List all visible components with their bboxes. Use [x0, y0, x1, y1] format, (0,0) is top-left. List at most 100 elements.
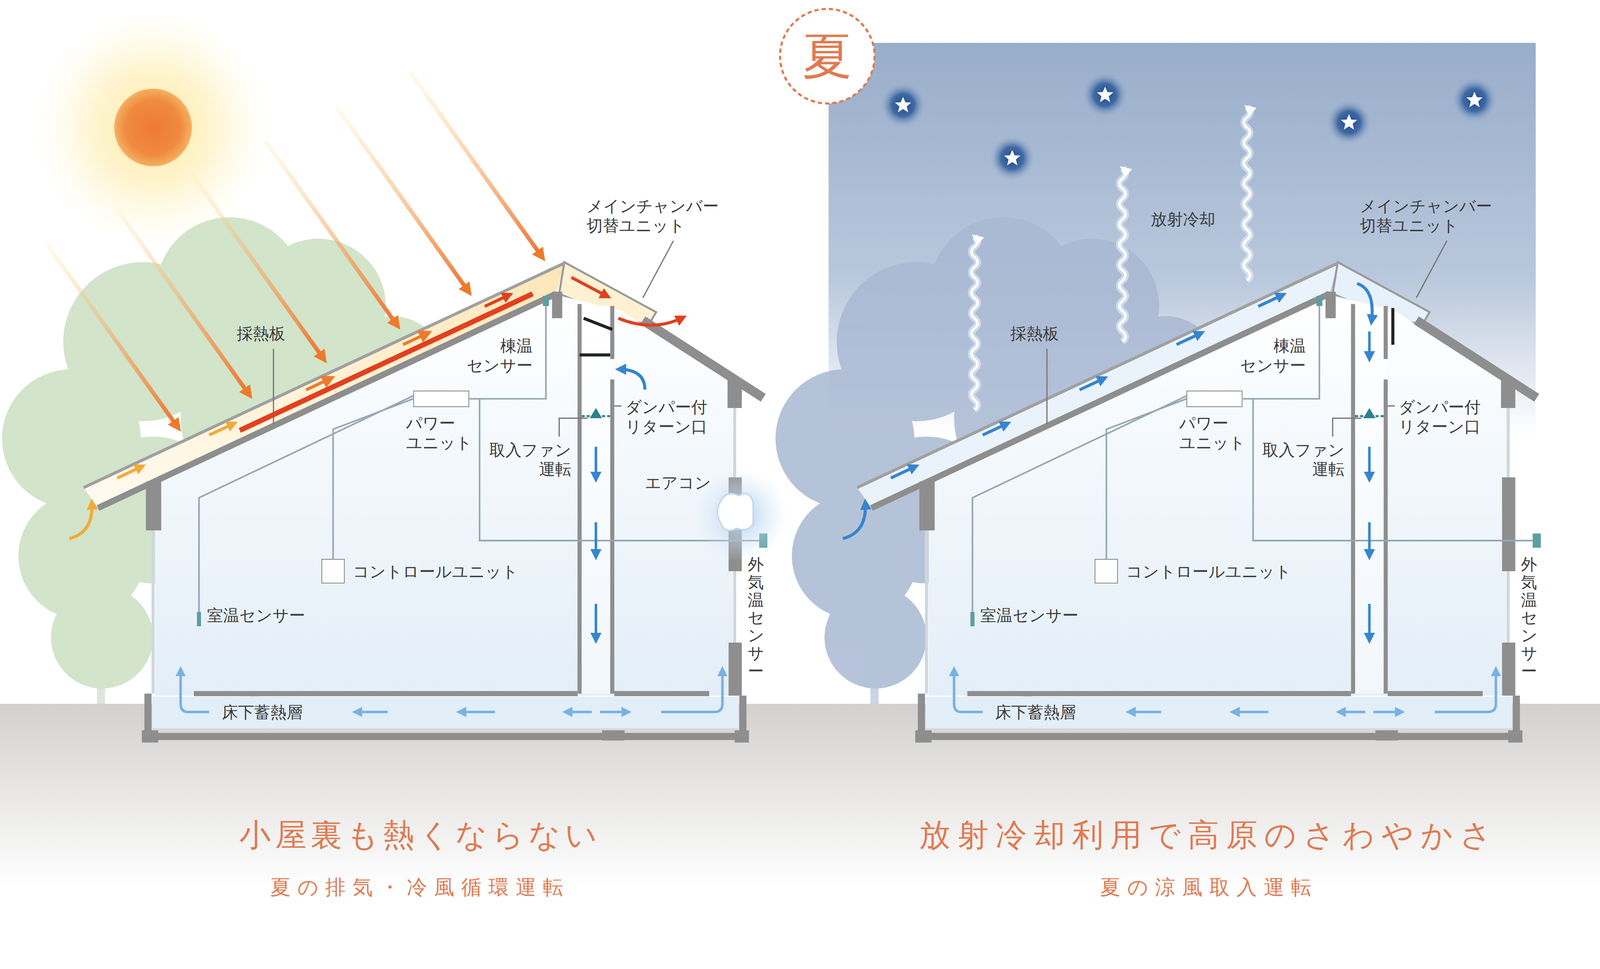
badge-text: 夏 [778, 7, 877, 105]
sun-ray [410, 72, 543, 259]
collector-plate [239, 293, 533, 431]
airflow-arrow [1367, 522, 1371, 558]
airflow-arrow [1176, 332, 1203, 345]
heat-wave-glow [1119, 168, 1126, 342]
sensor-label: 外気温センサー [747, 556, 764, 681]
star [989, 135, 1035, 181]
airflow-arrow [890, 466, 917, 479]
power-unit: パワー ユニット [1186, 390, 1243, 407]
airflow-arrow [306, 377, 332, 390]
node-label: コントロールユニット [1126, 562, 1292, 582]
panel-caption: 放射冷却利用で高原のさわやかさ [919, 816, 1499, 854]
star [880, 82, 926, 128]
part-label: 取入ファン 運転 [489, 440, 572, 480]
sun-ray [265, 140, 398, 327]
star-glow [989, 135, 1035, 181]
airflow-arrow [594, 604, 598, 641]
sensor-label: 室温センサー [207, 606, 306, 626]
star-shape [1004, 150, 1021, 166]
damper [1391, 308, 1395, 345]
star-glow [880, 82, 926, 128]
sun-ray [191, 174, 325, 361]
sun-ray [117, 209, 250, 396]
exhaust-arrow [618, 317, 684, 326]
star [1326, 99, 1372, 145]
part-label: 採熱板 [1010, 324, 1059, 344]
effect-label: 放射冷却 [1150, 209, 1216, 230]
airflow-arrow [594, 522, 598, 558]
power-unit: パワー ユニット [413, 390, 470, 407]
intake-arrow [1357, 283, 1373, 323]
airflow-arrow [1367, 604, 1371, 641]
panel-subcaption: 夏の涼風取入運転 [1100, 875, 1319, 900]
airflow-arrow [484, 294, 511, 307]
heat-wave-glow [971, 236, 978, 411]
sensor-label: 棟温 センサー [466, 336, 533, 376]
summer-exhaust-flow [45, 72, 788, 641]
exhaust-arrow [571, 277, 608, 298]
airflow-arrow [1079, 377, 1106, 390]
airflow-arrow [1367, 446, 1371, 480]
star-shape [894, 96, 911, 113]
heat-wave-glow [1243, 107, 1250, 281]
part-label: ダンパー付 リターン口 [625, 397, 708, 437]
panel-subcaption: 夏の排気・冷風循環運転 [270, 875, 571, 900]
node-label: コントロールユニット [352, 562, 519, 582]
star-glow [1326, 99, 1372, 145]
tree-crown [51, 586, 154, 689]
control-unit: コントロールユニット [321, 558, 345, 584]
airflow-arrow [117, 466, 143, 479]
signal-wire [1106, 398, 1187, 559]
star [1452, 77, 1498, 123]
ground [0, 703, 1600, 969]
airflow-arrow [209, 423, 235, 436]
star-shape [1097, 86, 1114, 103]
intake-arrow [842, 502, 866, 539]
damper [583, 318, 613, 330]
star-glow [1082, 72, 1128, 118]
sun [114, 88, 192, 167]
sensor-label: 室温センサー [980, 606, 1079, 626]
part-label: 取入ファン 運転 [1262, 440, 1345, 480]
tree-crown [824, 586, 927, 689]
star-shape [1340, 114, 1357, 130]
control-unit: コントロールユニット [1094, 558, 1118, 584]
star [1082, 72, 1128, 118]
intake-arrow [69, 502, 92, 539]
part-label: エアコン [644, 473, 712, 494]
sun-glow [32, 7, 274, 248]
part-label: メインチャンバー 切替ユニット [586, 196, 719, 236]
star-shape [1466, 91, 1483, 108]
return-arrow [618, 369, 645, 390]
airflow-arrow [982, 423, 1009, 436]
airflow-arrow [1258, 294, 1284, 307]
part-label: 採熱板 [236, 324, 286, 344]
heat-wave [1119, 168, 1126, 342]
airflow-arrow [594, 446, 598, 480]
panel-caption: 小屋裏も熱くならない [239, 816, 602, 854]
house-right [856, 240, 1541, 743]
node-label: パワー ユニット [1179, 414, 1246, 453]
sun-ray [336, 107, 470, 293]
damper [579, 353, 610, 357]
house-left [83, 240, 768, 743]
sensor-label: 外気温センサー [1520, 556, 1538, 681]
summer-intake-flow [842, 283, 1393, 641]
stars [880, 72, 1498, 181]
layer-label: 床下蓄熱層 [992, 703, 1079, 723]
season-badge: 夏 [778, 7, 877, 105]
part-label: メインチャンバー 切替ユニット [1359, 196, 1493, 236]
sensor-label: 棟温 センサー [1239, 336, 1306, 376]
part-label: ダンパー付 リターン口 [1398, 397, 1481, 437]
node-label: パワー ユニット [405, 414, 473, 453]
airflow-arrow [402, 332, 429, 345]
heat-wave [971, 236, 978, 411]
heat-wave [1243, 107, 1250, 281]
signal-wire [333, 398, 414, 559]
airflow-arrow [1367, 331, 1371, 360]
star-glow [1452, 77, 1498, 123]
aircon-symbol [717, 493, 754, 531]
layer-label: 床下蓄熱層 [219, 703, 306, 723]
